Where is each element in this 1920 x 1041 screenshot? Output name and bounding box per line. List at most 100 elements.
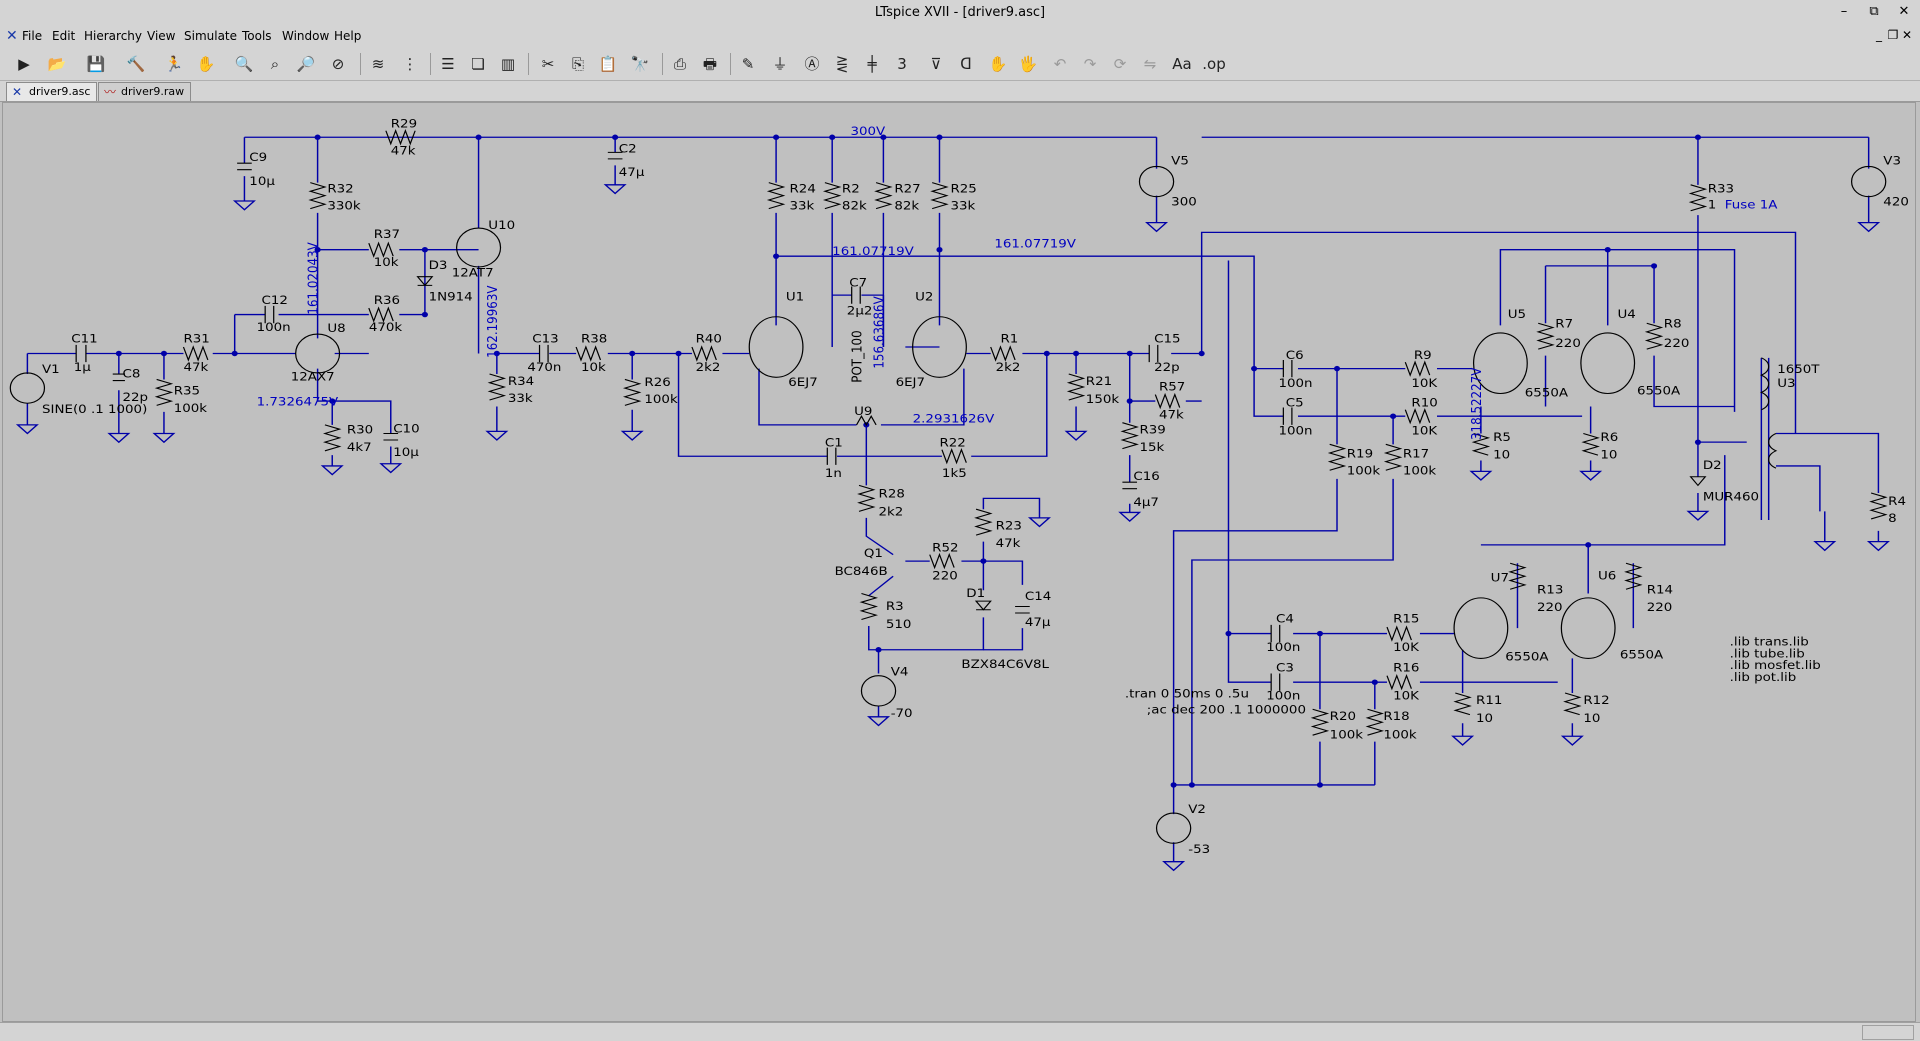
control-panel-icon[interactable]: 🔨 (126, 55, 146, 73)
component-value[interactable]: 470n (527, 360, 561, 374)
spice-directive[interactable]: .lib trans.lib (1730, 634, 1809, 648)
spice-directive-icon[interactable]: .op (1202, 55, 1226, 73)
restore-button[interactable]: ⧉ (1869, 4, 1879, 19)
component-value[interactable]: 82k (842, 198, 868, 212)
component-value[interactable]: 220 (1664, 336, 1690, 350)
component-value[interactable]: 1k5 (942, 466, 967, 480)
component-ref[interactable]: R7 (1555, 316, 1573, 330)
component-value[interactable]: 33k (950, 198, 976, 212)
component-value[interactable]: 10 (1476, 711, 1493, 725)
component-ref[interactable]: U4 (1617, 307, 1635, 321)
component-value[interactable]: 10K (1411, 423, 1438, 437)
redo-icon[interactable]: ↷ (1083, 55, 1097, 73)
component-ref[interactable]: R9 (1414, 348, 1432, 362)
open-icon[interactable]: 📂 (47, 55, 67, 73)
component-value[interactable]: 150k (1086, 392, 1120, 406)
component-value[interactable]: 100n (257, 320, 291, 334)
component-ref[interactable]: C6 (1286, 348, 1304, 362)
cascade-icon[interactable]: ❏ (471, 55, 485, 73)
component-ref[interactable]: C10 (393, 421, 419, 435)
component-ref[interactable]: C12 (262, 292, 288, 306)
component-ref[interactable]: C8 (123, 366, 141, 380)
component-value[interactable]: 82k (894, 198, 920, 212)
component-value[interactable]: 22p (123, 390, 149, 404)
component-value[interactable]: 47k (183, 360, 209, 374)
menu-simulate[interactable]: Simulate (184, 29, 238, 43)
zoom-out-icon[interactable]: 🔎 (296, 55, 316, 73)
component-ref[interactable]: C4 (1276, 611, 1294, 625)
component-value[interactable]: 2µ2 (847, 303, 873, 317)
component-ref[interactable]: R35 (174, 383, 200, 397)
component-value[interactable]: 10k (374, 255, 400, 269)
component-value[interactable]: 6550A (1637, 383, 1681, 397)
undo-icon[interactable]: ↶ (1053, 55, 1067, 73)
component-value[interactable]: 2k2 (696, 360, 721, 374)
component-ref[interactable]: U5 (1508, 307, 1526, 321)
component-value[interactable]: 100n (1266, 640, 1300, 654)
component-ref[interactable]: R40 (696, 331, 722, 345)
mirror-icon[interactable]: ⇋ (1143, 55, 1157, 73)
component-value[interactable]: 4µ7 (1133, 495, 1159, 509)
mdi-minimize-icon[interactable]: _ (1876, 28, 1882, 42)
component-ref[interactable]: R18 (1383, 709, 1409, 723)
spice-directive[interactable]: .lib pot.lib (1730, 670, 1797, 684)
spice-directive[interactable]: ;ac dec 200 .1 1000000 (1147, 702, 1306, 716)
component-value[interactable]: 330k (327, 198, 361, 212)
pan-icon[interactable]: ✋ (196, 55, 216, 73)
spice-directive[interactable]: .lib mosfet.lib (1730, 658, 1821, 672)
component-ref[interactable]: C13 (532, 331, 558, 345)
component-value[interactable]: 470k (369, 320, 403, 334)
component-ref[interactable]: V1 (42, 362, 60, 376)
component-value[interactable]: 10k (581, 360, 607, 374)
component-value[interactable]: 2k2 (879, 504, 904, 518)
minimize-button[interactable]: – (1840, 4, 1848, 19)
component-ref[interactable]: R20 (1330, 709, 1356, 723)
component-value[interactable]: -70 (891, 706, 913, 720)
component-ref[interactable]: U7 (1491, 570, 1509, 584)
wire-icon[interactable]: ✎ (741, 55, 755, 73)
component-value[interactable]: 6EJ7 (896, 375, 925, 389)
resistor-icon[interactable]: ⋛ (835, 55, 849, 73)
component-ref[interactable]: R12 (1583, 693, 1609, 707)
zoom-fit-icon[interactable]: ⊘ (331, 55, 345, 73)
component-value[interactable]: 300 (1171, 194, 1197, 208)
component-ref[interactable]: U1 (786, 289, 804, 303)
component-ref[interactable]: V2 (1188, 802, 1206, 816)
run-icon[interactable]: ▶ (18, 55, 30, 73)
component-ref[interactable]: Q1 (864, 546, 883, 560)
component-ref[interactable]: C7 (849, 275, 867, 289)
component-ref[interactable]: R37 (374, 227, 400, 241)
component-ref[interactable]: D3 (429, 258, 448, 272)
component-value[interactable]: 10 (1600, 447, 1617, 461)
ground-icon[interactable]: ⏚ (772, 55, 788, 73)
rotate-icon[interactable]: ⟳ (1113, 55, 1127, 73)
component-ref[interactable]: R13 (1537, 582, 1563, 596)
component-value[interactable]: 100k (174, 401, 208, 415)
component-value[interactable]: BC846B (835, 564, 888, 578)
component-ref[interactable]: R22 (939, 435, 965, 449)
component-ref[interactable]: R6 (1600, 430, 1618, 444)
component-value[interactable]: 12AX7 (291, 369, 335, 383)
component-value[interactable]: 220 (1647, 600, 1673, 614)
halt-icon[interactable]: 🏃 (164, 55, 184, 73)
component-ref[interactable]: V5 (1171, 153, 1189, 167)
component-ref[interactable]: C16 (1133, 469, 1159, 483)
paste-icon[interactable]: 📋 (598, 55, 618, 73)
component-ref[interactable]: C5 (1286, 395, 1304, 409)
component-ref[interactable]: R57 (1159, 379, 1185, 393)
menu-view[interactable]: View (147, 29, 176, 43)
text-icon[interactable]: Aa (1172, 55, 1192, 73)
component-ref[interactable]: R10 (1411, 395, 1437, 409)
component-ref[interactable]: C14 (1025, 589, 1051, 603)
component-value[interactable]: 220 (932, 568, 958, 582)
component-value[interactable]: 2k2 (996, 360, 1021, 374)
zoom-in-icon[interactable]: 🔍 (234, 55, 254, 73)
component-ref[interactable]: R52 (932, 540, 958, 554)
fit-waveform-icon[interactable]: ⋮ (402, 55, 418, 73)
move-icon[interactable]: ✋ (988, 55, 1008, 73)
component-value[interactable]: 100k (1347, 463, 1381, 477)
component-ref[interactable]: R24 (790, 181, 816, 195)
component-value[interactable]: 6EJ7 (788, 375, 817, 389)
component-ref[interactable]: R14 (1647, 582, 1673, 596)
